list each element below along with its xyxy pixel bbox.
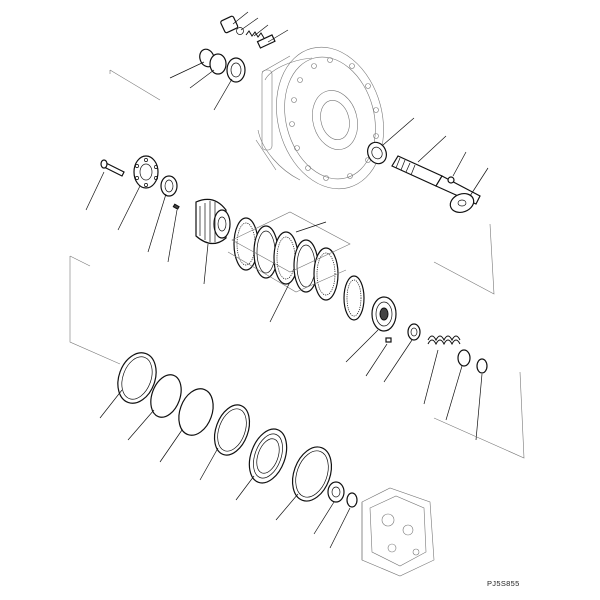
upper-rings-group (169, 48, 246, 111)
mid-bearing (345, 296, 397, 377)
top-plug-group (220, 11, 289, 49)
left-plate-group (85, 155, 180, 263)
right-spring-group (383, 323, 488, 441)
bracket-lines (69, 69, 525, 459)
drawing-code: PJ5S855 (487, 579, 520, 588)
motor-housing (255, 46, 384, 190)
shaft-group (367, 117, 489, 214)
lower-seals (99, 352, 358, 549)
cylinder-block (195, 198, 231, 285)
brake-discs (227, 211, 365, 323)
valve-body (361, 487, 435, 577)
